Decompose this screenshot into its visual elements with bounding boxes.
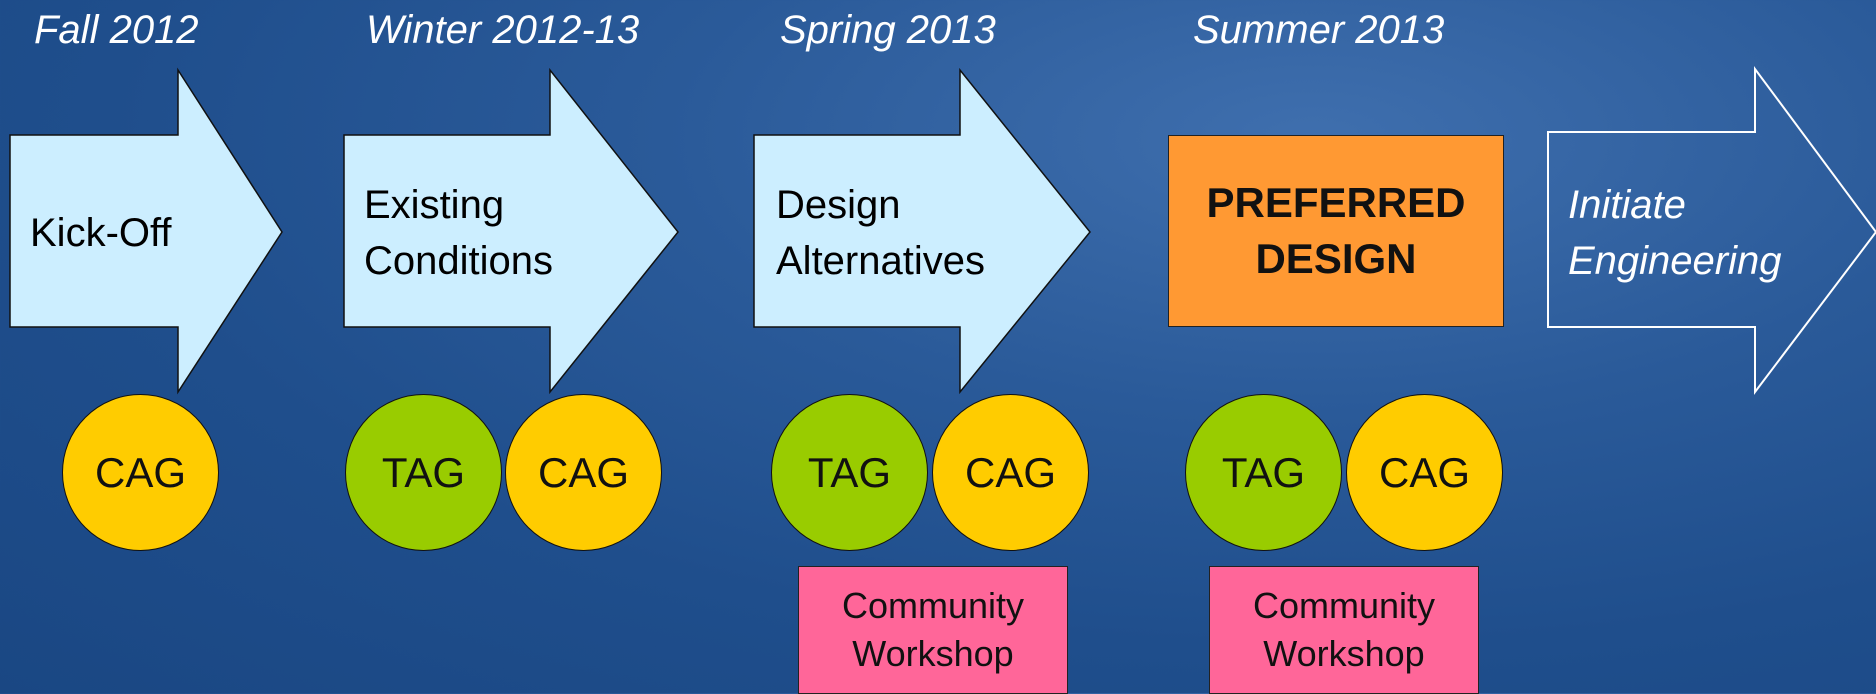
period-spring-2013: Spring 2013 [780, 8, 996, 52]
period-winter-2012-13: Winter 2012-13 [366, 8, 640, 52]
initiate-engineering-label: Initiate Engineering [1568, 183, 1782, 283]
tag-circle: TAG [771, 394, 928, 551]
existing-conditions-label: Existing Conditions [364, 183, 554, 283]
tag-circle: TAG [1185, 394, 1342, 551]
period-fall-2012: Fall 2012 [34, 8, 199, 52]
tag-circle: TAG [345, 394, 502, 551]
kickoff-arrow [9, 67, 283, 395]
design-alternatives-label: Design Alternatives [776, 183, 985, 283]
community-workshop-box: Community Workshop [798, 566, 1068, 694]
period-summer-2013: Summer 2013 [1193, 8, 1445, 52]
cag-circle: CAG [932, 394, 1089, 551]
initiate-engineering-arrow [1547, 65, 1876, 395]
preferred-design-box: PREFERRED DESIGN [1168, 135, 1504, 327]
design-alternatives-arrow [753, 67, 1091, 395]
community-workshop-box: Community Workshop [1209, 566, 1479, 694]
cag-circle: CAG [505, 394, 662, 551]
cag-circle: CAG [62, 394, 219, 551]
cag-circle: CAG [1346, 394, 1503, 551]
kickoff-label: Kick-Off [30, 211, 172, 255]
existing-conditions-arrow [343, 67, 679, 395]
